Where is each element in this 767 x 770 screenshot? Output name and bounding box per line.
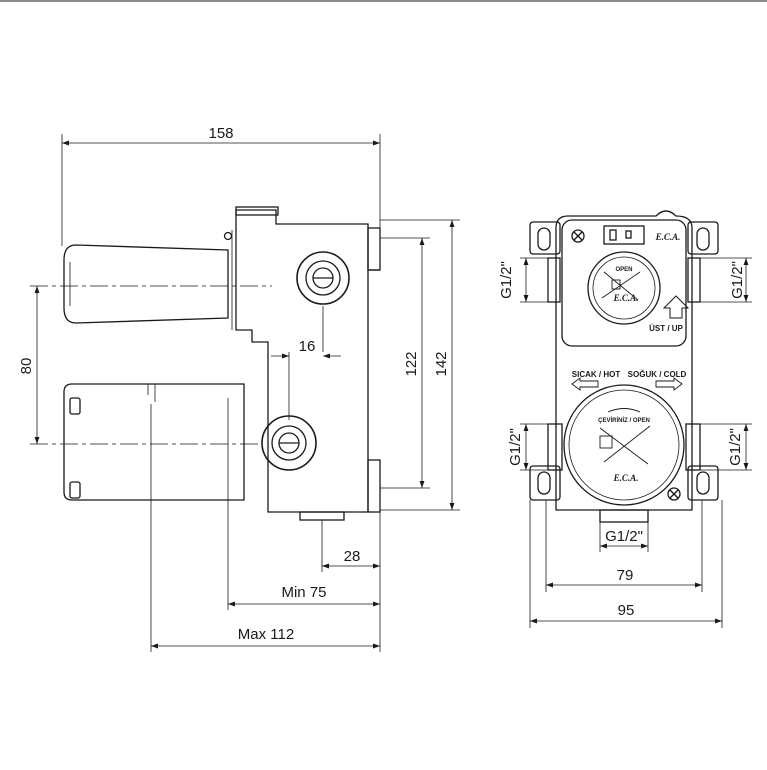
ear-top-right [687,221,719,255]
ear-top-left [529,221,561,255]
thread-left-upper-label: G1/2" [498,261,515,299]
thread-bottom-label: G1/2" [605,528,643,545]
dim-28: 28 [344,548,361,565]
lower-port [261,415,317,471]
dim-min-75: Min 75 [281,584,326,601]
upper-box [561,219,687,347]
ear-bottom-left [529,465,561,501]
open-label-upper: OPEN [615,267,632,273]
front-body [555,210,693,511]
valve-body [235,209,369,513]
upper-handle [63,244,229,324]
up-label: ÜST / UP [649,324,683,333]
dim-max-112: Max 112 [238,626,294,643]
thread-left-lower-label: G1/2" [507,428,524,466]
lower-handle [63,383,245,501]
up-arrow-icon [662,295,690,319]
thread-right-upper-label: G1/2" [729,261,746,299]
brand-logo-upper-dial: E.C.A. [613,293,639,303]
ear-bottom-right [687,465,719,501]
lower-dial [563,384,685,506]
side-dimensions [34,134,460,652]
dim-158: 158 [208,125,233,142]
dim-16: 16 [299,338,316,355]
hot-label: SICAK / HOT [572,370,621,379]
brand-logo-lower-dial: E.C.A. [613,473,639,483]
dim-79: 79 [617,567,634,584]
hot-arrow-icon [571,377,599,391]
thread-right-lower-label: G1/2" [727,428,744,466]
dim-142: 142 [433,351,450,376]
dim-122: 122 [403,351,420,376]
brand-logo-top: E.C.A. [655,232,681,242]
dim-95: 95 [618,602,635,619]
cold-arrow-icon [655,377,683,391]
upper-dial [587,251,661,325]
side-view [30,206,381,521]
front-dimensions [520,257,752,628]
front-view [529,210,719,523]
upper-port [296,251,350,305]
cold-label: SOĞUK / COLD [628,370,687,379]
turn-open-label: ÇEVİRİNİZ / OPEN [598,417,650,424]
mounting-flange [367,227,381,271]
dim-80: 80 [18,358,35,375]
